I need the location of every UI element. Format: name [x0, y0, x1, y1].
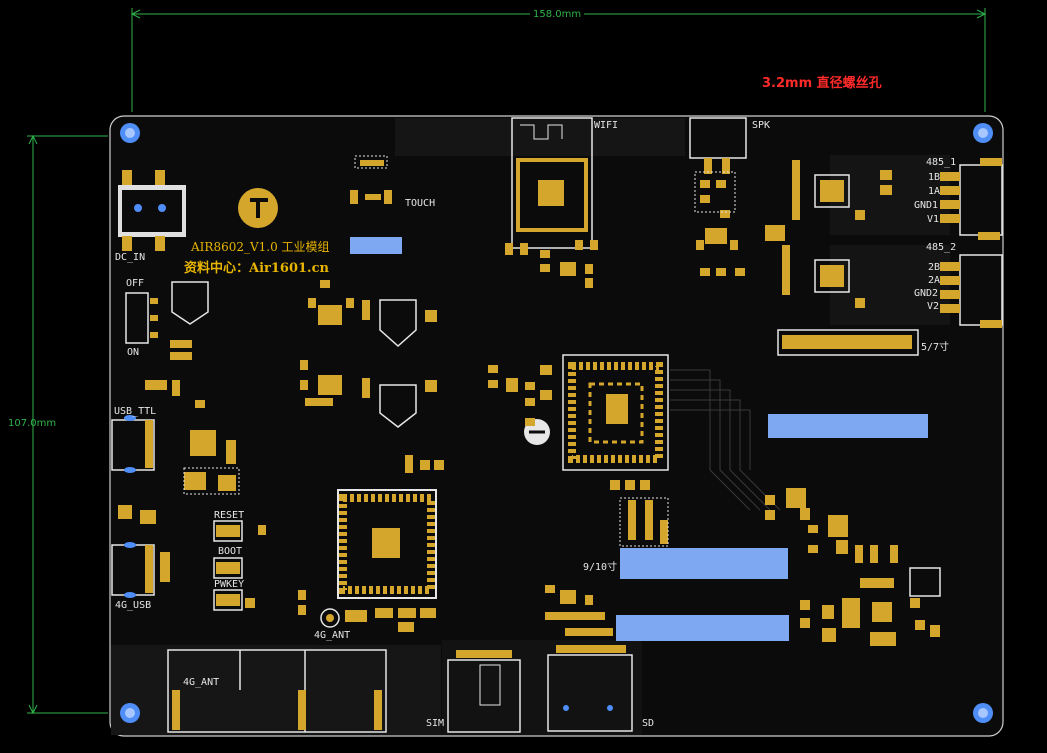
mounting-holes: [120, 123, 993, 723]
label-4g-usb: 4G_USB: [115, 600, 152, 611]
label-4g-ant-bottom: 4G_ANT: [183, 677, 220, 688]
label-touch: TOUCH: [405, 198, 436, 209]
label-485-2: 485_2: [926, 242, 957, 253]
label-sim: SIM: [426, 718, 445, 729]
rs485-terminals: [940, 158, 1003, 328]
label-lcd-57: 5/7寸: [921, 342, 950, 353]
highlight-lcd-910: [620, 548, 788, 579]
label-pwkey: PWKEY: [214, 579, 245, 590]
label-off: OFF: [126, 278, 145, 289]
label-4g-ant: 4G_ANT: [314, 630, 351, 641]
wifi-module: [511, 117, 593, 249]
highlight-right: [768, 414, 928, 438]
board-outline: [109, 115, 1004, 737]
label-2b: 2B: [928, 262, 941, 273]
label-1b: 1B: [928, 172, 941, 183]
logo: [238, 188, 278, 228]
label-gnd2: GND2: [914, 288, 939, 299]
board-subtitle: 资料中心：Air1601.cn: [184, 261, 329, 276]
sd-holder: [547, 645, 633, 732]
label-v1: V1: [927, 214, 940, 225]
label-dc-in: DC_IN: [115, 252, 146, 263]
main-chip: [562, 354, 669, 471]
label-485-1: 485_1: [926, 157, 957, 168]
board-title: AIR8602_V1.0 工业模组: [191, 240, 330, 254]
label-wifi: WIFI: [594, 120, 619, 131]
label-1a: 1A: [928, 186, 941, 197]
width-dimension: 158.0mm: [530, 9, 585, 20]
label-on: ON: [127, 347, 140, 358]
highlight-title: [350, 237, 402, 254]
label-2a: 2A: [928, 275, 941, 286]
sim-holder: [447, 650, 521, 733]
screw-hole-note: 3.2mm 直径螺丝孔: [762, 76, 882, 91]
label-usb-ttl: USB_TTL: [114, 406, 157, 417]
highlight-bottom: [616, 615, 789, 641]
height-dimension: 107.0mm: [8, 418, 57, 429]
label-spk: SPK: [752, 120, 771, 131]
label-sd: SD: [642, 718, 655, 729]
label-v2: V2: [927, 301, 940, 312]
4g-module: [337, 489, 437, 599]
label-reset: RESET: [214, 510, 245, 521]
dc-jack: [118, 170, 186, 251]
label-boot: BOOT: [218, 546, 243, 557]
label-lcd-910: 9/10寸: [583, 562, 618, 573]
label-gnd1: GND1: [914, 200, 939, 211]
